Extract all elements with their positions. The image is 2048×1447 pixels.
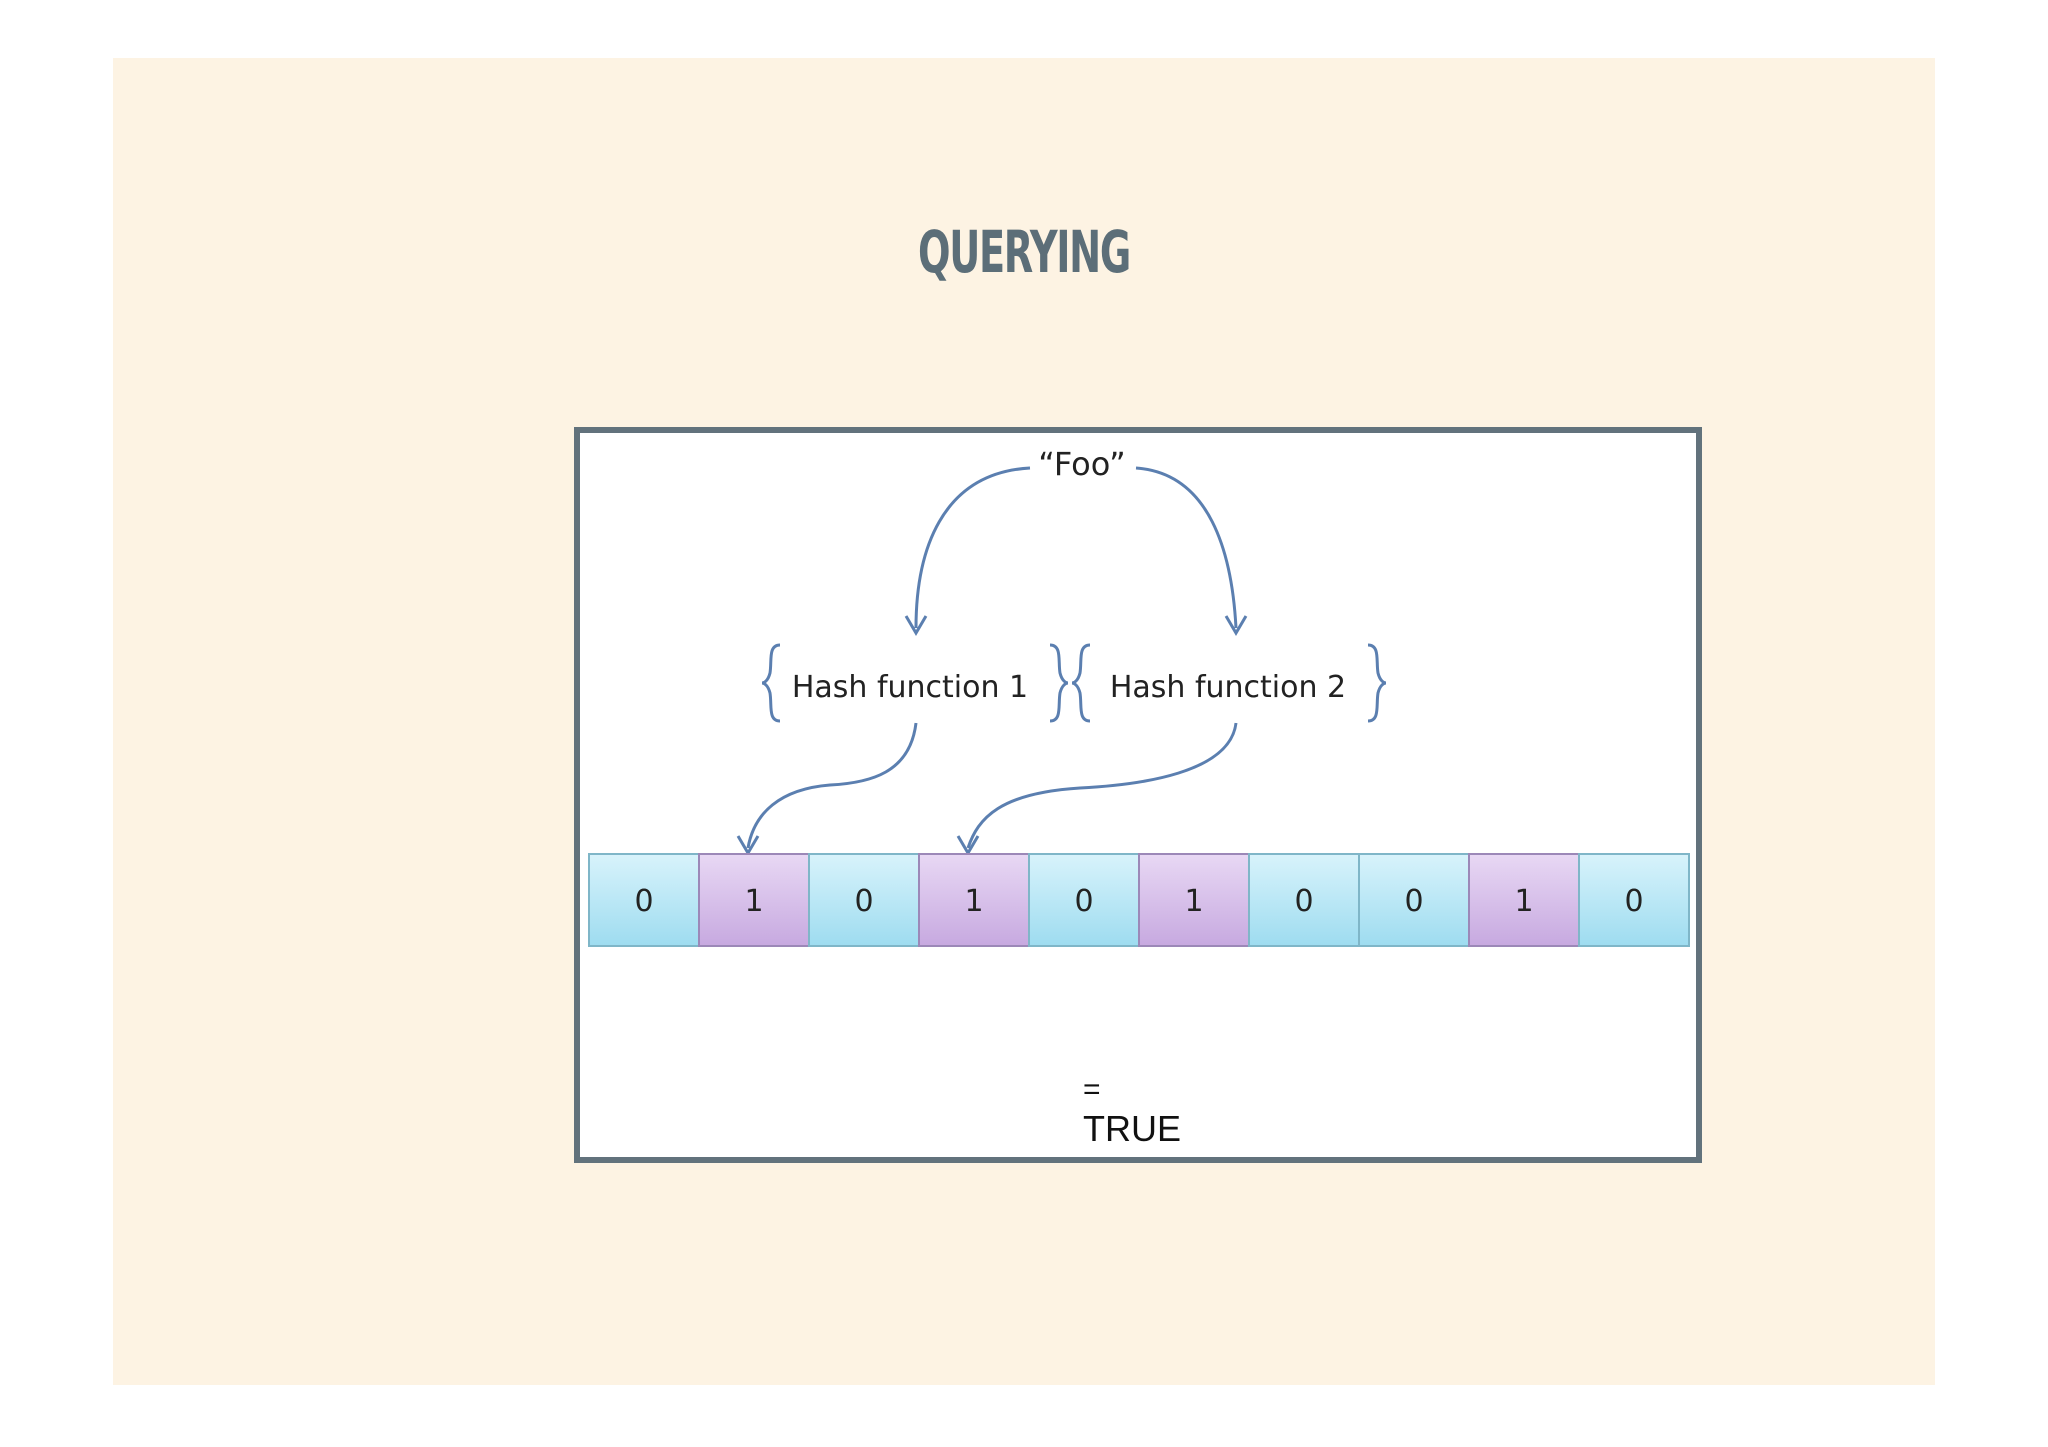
bit-cell: 1 — [918, 853, 1030, 947]
bit-cell-box — [1578, 853, 1690, 947]
bit-cell: 0 — [1358, 853, 1470, 947]
slide-title: QUERYING — [917, 218, 1131, 286]
bit-cell: 1 — [1138, 853, 1250, 947]
query-result: = TRUE — [1083, 1073, 1181, 1151]
bit-value: 0 — [1624, 884, 1643, 919]
open-brace-icon — [1071, 643, 1091, 723]
bit-cell: 0 — [588, 853, 700, 947]
bit-cell-box — [918, 853, 1030, 947]
bit-cell: 1 — [698, 853, 810, 947]
open-brace-icon — [761, 643, 781, 723]
arrow-input-to-hash-2 — [1135, 466, 1238, 629]
arrowhead-hash-2 — [1224, 615, 1248, 636]
hash-function-2: Hash function 2 — [1071, 643, 1387, 723]
arrowhead-hash-1 — [904, 615, 928, 636]
close-brace-icon — [1367, 643, 1387, 723]
input-label: “Foo” — [1038, 445, 1125, 483]
bit-value: 0 — [634, 884, 653, 919]
hash-function-1-label: Hash function 1 — [792, 670, 1028, 705]
bit-value: 1 — [964, 884, 983, 919]
bit-value: 0 — [1294, 884, 1313, 919]
bit-value: 0 — [1404, 884, 1423, 919]
input-arrows — [904, 466, 1248, 636]
bit-value: 0 — [854, 884, 873, 919]
bloom-filter-diagram: “Foo” Hash function 1 Hash f — [588, 445, 1690, 947]
diagram-frame: “Foo” Hash function 1 Hash f — [574, 427, 1702, 1163]
bit-value: 1 — [1514, 884, 1533, 919]
hash-function-1: Hash function 1 — [761, 643, 1069, 723]
hash-arrows — [736, 722, 1238, 856]
bit-value: 1 — [744, 884, 763, 919]
arrow-input-to-hash-1 — [914, 466, 1031, 629]
slide: QUERYING “Foo” — [113, 58, 1935, 1385]
bit-value: 0 — [1074, 884, 1093, 919]
bit-cell: 0 — [1248, 853, 1360, 947]
bit-cell: 0 — [1578, 853, 1690, 947]
bit-cell-box — [1138, 853, 1250, 947]
bit-cell-box — [808, 853, 920, 947]
arrow-hash-1-to-bit — [746, 722, 918, 849]
bit-cell: 0 — [808, 853, 920, 947]
bit-value: 1 — [1184, 884, 1203, 919]
result-value: TRUE — [1083, 1108, 1181, 1149]
close-brace-icon — [1049, 643, 1069, 723]
result-operator: = — [1083, 1073, 1101, 1106]
arrow-hash-2-to-bit — [966, 722, 1238, 849]
bit-cell: 0 — [1028, 853, 1140, 947]
bit-cell-box — [1468, 853, 1580, 947]
bit-cell-box — [698, 853, 810, 947]
bit-cell: 1 — [1468, 853, 1580, 947]
hash-function-2-label: Hash function 2 — [1110, 670, 1346, 705]
bit-array: 0 1 0 1 0 1 0 0 1 0 — [588, 853, 1690, 947]
bit-cell-box — [588, 853, 700, 947]
